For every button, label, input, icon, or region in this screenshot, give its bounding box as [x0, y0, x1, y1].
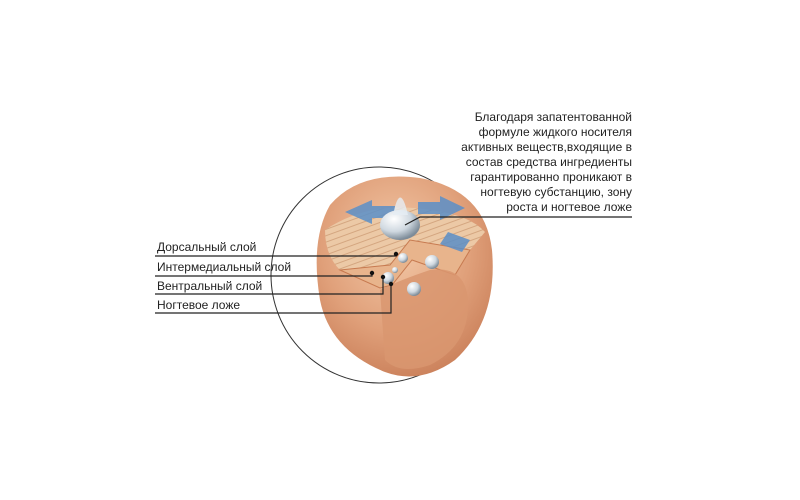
description-text: Благодаря запатентованной формуле жидког…	[432, 110, 632, 215]
label-dorsal-layer: Дорсальный слой	[157, 240, 257, 254]
description-line: ногтевую субстанцию, зону	[480, 185, 632, 199]
label-ventral-layer: Вентральный слой	[157, 279, 263, 293]
description-line: гарантированно проникают в	[470, 170, 632, 184]
droplets	[380, 197, 439, 296]
label-intermediate-layer: Интермедиальный слой	[157, 260, 292, 274]
nail-bed	[380, 269, 469, 369]
description-line: состав средства ингредиенты	[465, 155, 632, 169]
description-line: Благодаря запатентованной	[474, 110, 632, 124]
description-line: активных веществ,входящие в	[461, 140, 632, 154]
description-line: роста и ногтевое ложе	[506, 200, 632, 214]
label-nail-bed: Ногтевое ложе	[157, 298, 241, 312]
description-line: формуле жидкого носителя	[478, 125, 632, 139]
